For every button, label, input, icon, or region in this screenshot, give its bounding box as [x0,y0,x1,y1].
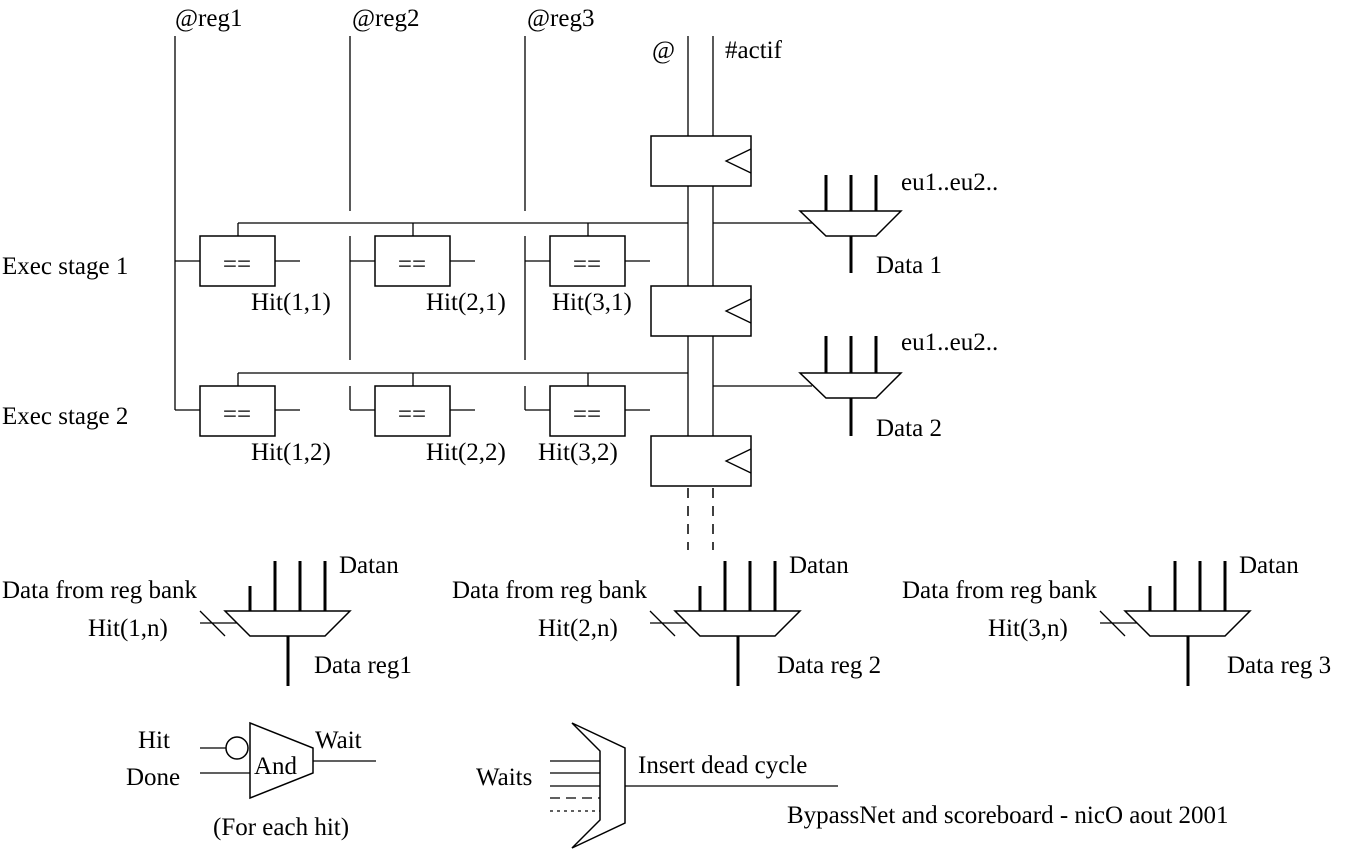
reg1-address-wire [174,36,200,411]
stage-2-address-feed [237,372,688,386]
reg2-address-wire [349,36,375,411]
output-label-2: Data reg 2 [777,652,881,679]
hit-label-3-2: Hit(3,2) [538,439,618,466]
comparator-2-2: == [374,385,475,437]
active-bus-label: #actif [725,37,783,64]
or-inputs-label: Waits [476,764,532,791]
and-output-label: Wait [315,727,362,754]
and-gate: Hit Done And Wait (For each hit) [126,721,376,841]
forward-mux-1 [713,175,903,273]
output-label-3: Data reg 3 [1227,652,1331,679]
mux-2-inputs-label: eu1..eu2.. [901,329,998,356]
hit-label-2-1: Hit(2,1) [426,289,506,316]
comparator-1-2: == [199,385,300,437]
select-label-2: Hit(2,n) [538,615,618,642]
pipeline-register-2 [650,435,752,487]
clock-icon [724,148,752,174]
comparator-3-2: == [549,385,650,437]
hit-label-1-2: Hit(1,2) [251,439,331,466]
svg-text:==: == [573,251,601,278]
address-bus-label: @ [652,37,675,64]
svg-text:==: == [223,401,251,428]
datan-label-3: Datan [1239,552,1299,579]
select-label-3: Hit(3,n) [988,615,1068,642]
hit-label-2-2: Hit(2,2) [426,439,506,466]
svg-text:==: == [223,251,251,278]
inverter-bubble-icon [225,736,249,760]
datan-label-2: Datan [789,552,849,579]
reg-bank-label-2: Data from reg bank [452,577,648,604]
reg-bank-label-1: Data from reg bank [2,577,198,604]
register-mux-2: Data from reg bank Hit(2,n) Datan Data r… [452,552,881,686]
address-label-reg2: @reg2 [352,5,419,32]
and-gate-label: And [254,753,298,780]
mux-2-output-label: Data 2 [876,415,942,442]
comparator-2-1: == [374,235,475,287]
reg3-address-wire [524,36,550,411]
address-label-reg1: @reg1 [175,5,242,32]
datan-label-1: Datan [339,552,399,579]
select-label-1: Hit(1,n) [88,615,168,642]
svg-text:==: == [573,401,601,428]
hit-label-3-1: Hit(3,1) [552,289,632,316]
hit-label-1-1: Hit(1,1) [251,289,331,316]
mux-1-inputs-label: eu1..eu2.. [901,169,998,196]
and-input-hit-label: Hit [138,727,170,754]
stage-1-address-feed [237,222,688,236]
comparator-1-1: == [199,235,300,287]
mux-1-output-label: Data 1 [876,252,942,279]
clock-icon [724,298,752,324]
svg-text:==: == [398,251,426,278]
pipeline-register-0 [650,135,752,187]
and-gate-note: (For each hit) [213,814,349,841]
stage-label-1: Exec stage 1 [2,253,128,280]
comparator-3-1: == [549,235,650,287]
or-output-label: Insert dead cycle [638,752,807,779]
address-label-reg3: @reg3 [527,5,594,32]
or-gate: Waits Insert dead cycle [476,722,838,849]
stage-label-2: Exec stage 2 [2,403,128,430]
forward-mux-2 [713,336,903,436]
register-mux-3: Data from reg bank Hit(3,n) Datan Data r… [902,552,1331,686]
clock-icon [724,448,752,474]
pipeline-bus [687,36,714,550]
register-mux-1: Data from reg bank Hit(1,n) Datan Data r… [2,552,412,686]
diagram-title: BypassNet and scoreboard - nicO aout 200… [787,802,1229,829]
reg-bank-label-3: Data from reg bank [902,577,1098,604]
and-input-done-label: Done [126,764,180,791]
svg-text:==: == [398,401,426,428]
output-label-1: Data reg1 [314,652,412,679]
pipeline-register-1 [650,285,752,337]
